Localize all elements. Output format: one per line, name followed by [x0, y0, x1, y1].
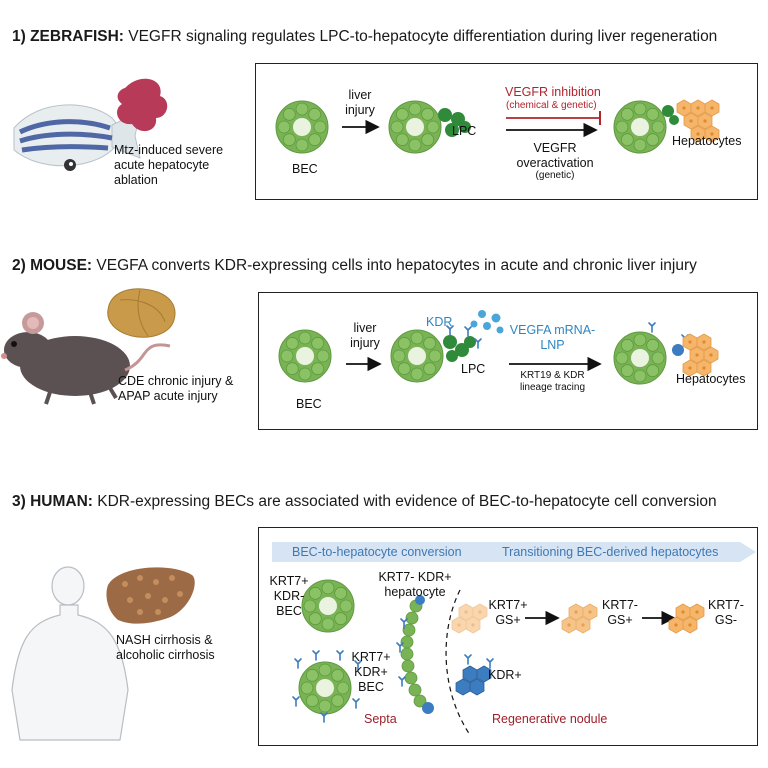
s3-stage1-label: KRT7+GS+: [488, 598, 528, 627]
ablated-liver-icon: [117, 78, 168, 132]
fibrotic-liver-icon: [107, 288, 176, 338]
s1-inhibition-sub: (chemical & genetic): [506, 100, 597, 111]
s3-stage2-label: KRT7-GS+: [602, 598, 638, 627]
s1-lpc-label: LPC: [452, 124, 477, 138]
s3-kdr-plus-label: KDR+: [488, 668, 522, 682]
s2-kdr-label: KDR: [426, 315, 453, 329]
s2-hepatocytes-label: Hepatocytes: [676, 372, 746, 386]
s1-bec-label: BEC: [292, 162, 318, 176]
section3-heading: 3) HUMAN: KDR-expressing BECs are associ…: [12, 493, 717, 510]
banner-transitioning: Transitioning BEC-derived hepatocytes: [502, 545, 719, 559]
mouse-icon: [1, 312, 171, 405]
zebrafish-icon: [13, 104, 141, 171]
zebrafish-panel: [255, 63, 758, 200]
banner-arrow-shape: [472, 542, 756, 562]
section2-heading: 2) MOUSE: VEGFA converts KDR-expressing …: [12, 257, 697, 274]
s2-treatment-label: VEGFA mRNA-LNP: [509, 323, 596, 352]
s3-model-caption: NASH cirrhosis &alcoholic cirrhosis: [116, 633, 215, 662]
s2-model-caption: CDE chronic injury &APAP acute injury: [118, 374, 234, 403]
human-body-icon: [11, 566, 129, 741]
s3-nodule-label: Regenerative nodule: [492, 712, 608, 726]
s2-lpc-label: LPC: [461, 362, 486, 376]
human-panel: [258, 527, 758, 746]
s3-hepatocyte-label: KRT7- KDR+hepatocyte: [378, 570, 452, 599]
s3-bec2-label: KRT7+KDR+BEC: [351, 650, 391, 694]
s3-stage3-label: KRT7-GS-: [708, 598, 744, 627]
s3-septa-label: Septa: [364, 712, 397, 726]
section1-heading: 1) ZEBRAFISH: VEGFR signaling regulates …: [12, 28, 718, 45]
s3-bec1-label: KRT7+KDR-BEC: [269, 574, 309, 618]
mouse-panel: [258, 292, 758, 430]
banner-bec-conversion: BEC-to-hepatocyte conversion: [272, 542, 482, 562]
s1-inhibition-label: VEGFR inhibition: [505, 85, 601, 99]
cirrhotic-liver-icon: [106, 567, 195, 624]
s1-hepatocytes-label: Hepatocytes: [672, 134, 742, 148]
s1-overactivation-sub: (genetic): [535, 170, 575, 181]
s2-bec-label: BEC: [296, 397, 322, 411]
